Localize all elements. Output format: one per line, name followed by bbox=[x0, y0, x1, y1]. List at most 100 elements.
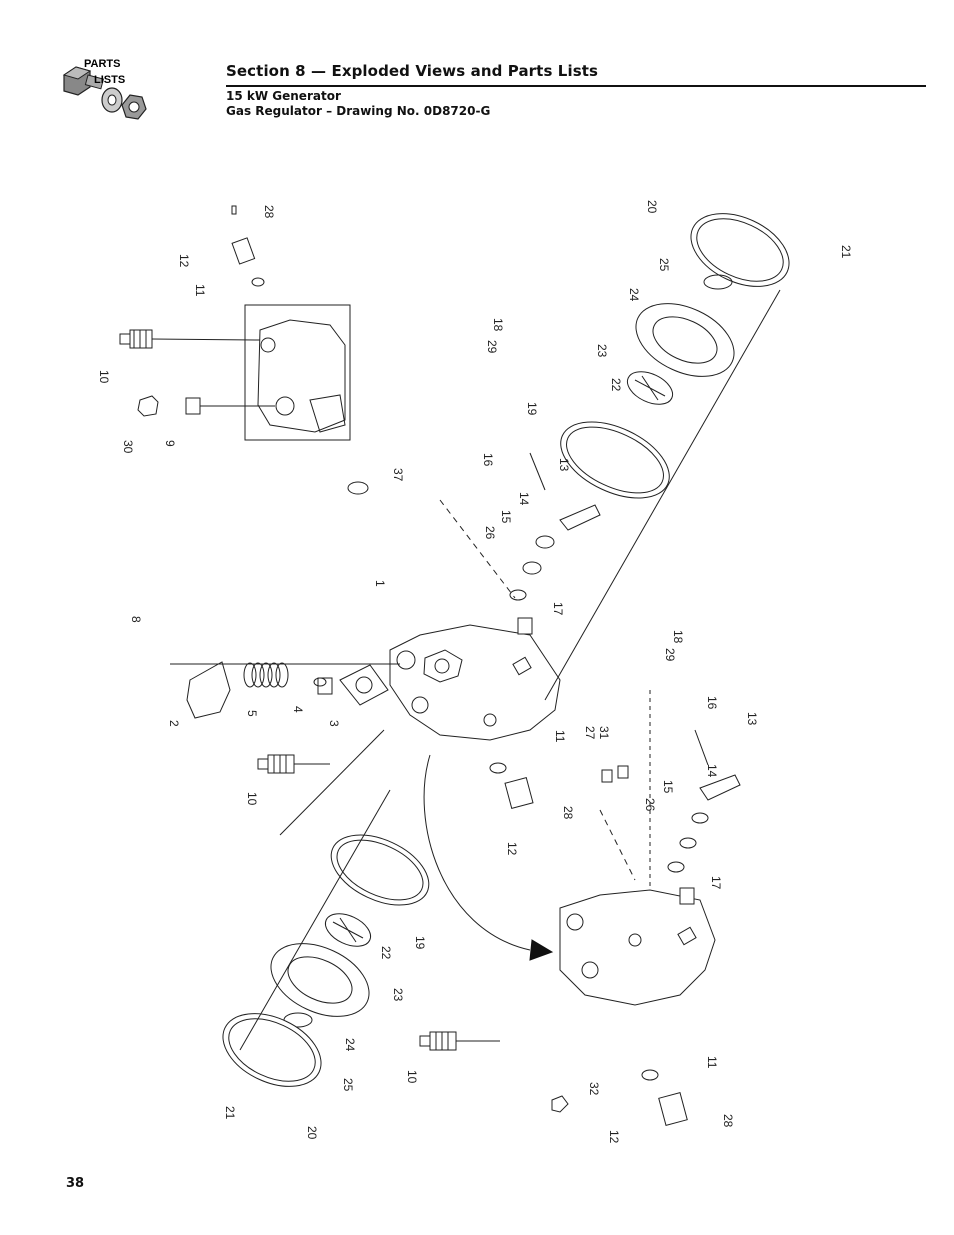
cap-12-upper bbox=[231, 237, 256, 265]
cover-20-upper bbox=[690, 213, 790, 287]
leader-3 bbox=[279, 729, 385, 836]
callout-3: 3 bbox=[327, 720, 341, 727]
assembly-axis-upper bbox=[544, 289, 781, 701]
nut-icon bbox=[121, 94, 147, 120]
callout-11: 11 bbox=[553, 730, 567, 743]
gasket-19-upper bbox=[560, 421, 670, 499]
callout-15: 15 bbox=[661, 780, 675, 794]
leader-10-upper bbox=[151, 338, 261, 341]
disc-14-upper bbox=[535, 535, 555, 549]
disc-14-lower bbox=[691, 812, 709, 824]
callout-37: 37 bbox=[391, 468, 405, 482]
main-housing-lower bbox=[559, 889, 716, 1006]
callout-12: 12 bbox=[505, 842, 519, 856]
diaphragm-24-upper bbox=[635, 303, 735, 377]
page-header: Section 8 — Exploded Views and Parts Lis… bbox=[226, 62, 926, 80]
callout-15: 15 bbox=[499, 510, 513, 524]
callout-12: 12 bbox=[607, 1130, 621, 1144]
nut-26-lower bbox=[667, 861, 685, 873]
plate-23-lower bbox=[324, 913, 372, 947]
callout-31: 31 bbox=[597, 726, 611, 740]
header-rule bbox=[226, 85, 926, 87]
valve-4 bbox=[313, 677, 333, 695]
fitting-10-lower bbox=[419, 1031, 457, 1051]
callout-29: 29 bbox=[663, 648, 677, 662]
callout-19: 19 bbox=[525, 402, 539, 416]
callout-4: 4 bbox=[291, 706, 305, 713]
fitting-10-upper bbox=[119, 329, 153, 349]
nut-31 bbox=[617, 765, 629, 779]
callout-30: 30 bbox=[121, 440, 135, 454]
washer-icon bbox=[101, 87, 123, 113]
assembly-axis-lower bbox=[239, 789, 391, 1051]
callout-28: 28 bbox=[561, 806, 575, 820]
callout-21: 21 bbox=[223, 1106, 237, 1120]
section-title: Section 8 — Exploded Views and Parts Lis… bbox=[226, 62, 599, 80]
subtitle-model: 15 kW Generator bbox=[226, 89, 341, 103]
callout-28: 28 bbox=[721, 1114, 735, 1128]
callout-18: 18 bbox=[491, 318, 505, 332]
callout-10: 10 bbox=[245, 792, 259, 806]
callout-24: 24 bbox=[627, 288, 641, 302]
gasket-3 bbox=[339, 664, 389, 706]
logo-text-lists: LISTS bbox=[94, 74, 125, 86]
pin-16-upper bbox=[529, 452, 546, 491]
assembly-axis-lower-screws bbox=[599, 809, 636, 881]
nut-26-upper bbox=[509, 589, 527, 601]
oring-11-middle bbox=[489, 762, 507, 774]
gasket-19-lower bbox=[330, 834, 430, 906]
inset-detail-box bbox=[244, 304, 351, 441]
disc-15-upper bbox=[522, 561, 542, 575]
exploded-view-drawing: 28 12 11 10 30 9 37 20 21 25 24 23 22 29… bbox=[97, 200, 853, 1144]
oring-11-lower bbox=[641, 1069, 659, 1081]
callout-17: 17 bbox=[551, 602, 565, 616]
callout-26: 26 bbox=[643, 798, 657, 812]
main-housing-upper bbox=[389, 624, 561, 741]
logo-text-parts: PARTS bbox=[84, 58, 120, 70]
callout-13: 13 bbox=[745, 712, 759, 726]
parts-lists-logo: PARTS LISTS bbox=[62, 58, 147, 120]
callout-32: 32 bbox=[587, 1082, 601, 1096]
callout-25: 25 bbox=[341, 1078, 355, 1092]
callout-23: 23 bbox=[595, 344, 609, 358]
pin-28-upper bbox=[231, 205, 237, 215]
callout-8: 8 bbox=[129, 616, 143, 623]
cover-20-lower bbox=[222, 1013, 322, 1087]
callout-10: 10 bbox=[405, 1070, 419, 1084]
callout-5: 5 bbox=[245, 710, 259, 717]
callout-11: 11 bbox=[193, 284, 207, 297]
seal-9 bbox=[185, 397, 201, 415]
plate-23-upper bbox=[626, 371, 674, 405]
subtitle-drawing: Gas Regulator – Drawing No. 0D8720-G bbox=[226, 104, 491, 118]
callout-16: 16 bbox=[705, 696, 719, 710]
seal-25-upper bbox=[703, 274, 733, 290]
callout-16: 16 bbox=[481, 453, 495, 467]
callout-25: 25 bbox=[657, 258, 671, 272]
callout-23: 23 bbox=[391, 988, 405, 1002]
callout-2: 2 bbox=[167, 720, 181, 727]
callout-24: 24 bbox=[343, 1038, 357, 1052]
callout-22: 22 bbox=[609, 378, 623, 392]
plug-30 bbox=[137, 395, 159, 417]
cap-12-lower bbox=[658, 1092, 688, 1126]
transfer-arrow bbox=[423, 754, 531, 951]
callout-29: 29 bbox=[485, 340, 499, 354]
callout-26: 26 bbox=[483, 526, 497, 540]
drawing-subtitle: 15 kW Generator Gas Regulator – Drawing … bbox=[226, 89, 490, 119]
pin-16-lower bbox=[694, 729, 709, 766]
callout-10: 10 bbox=[97, 370, 111, 384]
fitting-10-middle bbox=[257, 754, 295, 774]
callout-11: 11 bbox=[705, 1056, 719, 1069]
cover-2 bbox=[186, 661, 231, 719]
callout-14: 14 bbox=[705, 764, 719, 778]
callout-20: 20 bbox=[305, 1126, 319, 1140]
callout-18: 18 bbox=[671, 630, 685, 644]
oring-37 bbox=[347, 481, 369, 495]
cap-12-middle bbox=[504, 776, 534, 810]
callout-27: 27 bbox=[583, 726, 597, 740]
callout-20: 20 bbox=[645, 200, 659, 214]
callout-13: 13 bbox=[557, 458, 571, 472]
callout-9: 9 bbox=[163, 440, 177, 447]
callout-1: 1 bbox=[373, 580, 387, 587]
callout-22: 22 bbox=[379, 946, 393, 960]
